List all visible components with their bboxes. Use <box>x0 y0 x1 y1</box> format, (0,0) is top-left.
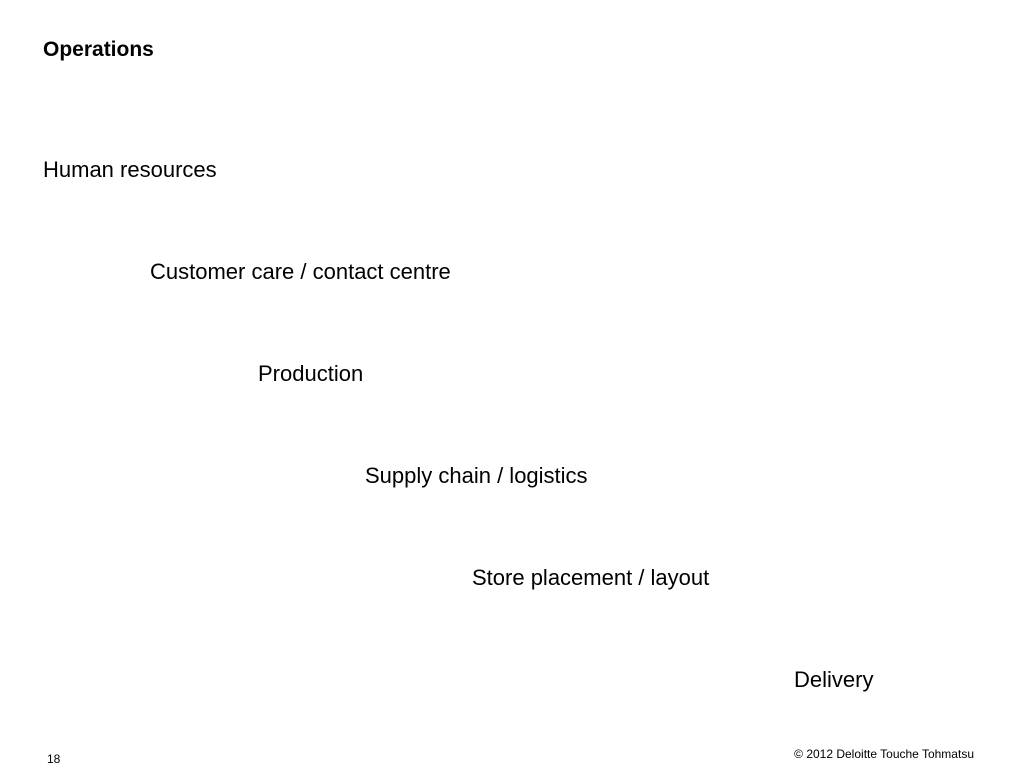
list-item-supply-chain: Supply chain / logistics <box>365 463 588 488</box>
slide-title: Operations <box>43 38 154 61</box>
list-item-delivery: Delivery <box>794 667 874 692</box>
list-item-production: Production <box>258 361 364 386</box>
list-item-store-placement: Store placement / layout <box>472 565 710 590</box>
copyright-notice: © 2012 Deloitte Touche Tohmatsu <box>794 747 974 761</box>
page-number: 18 <box>47 752 61 766</box>
list-item-human-resources: Human resources <box>43 157 217 182</box>
list-item-customer-care: Customer care / contact centre <box>150 259 451 284</box>
